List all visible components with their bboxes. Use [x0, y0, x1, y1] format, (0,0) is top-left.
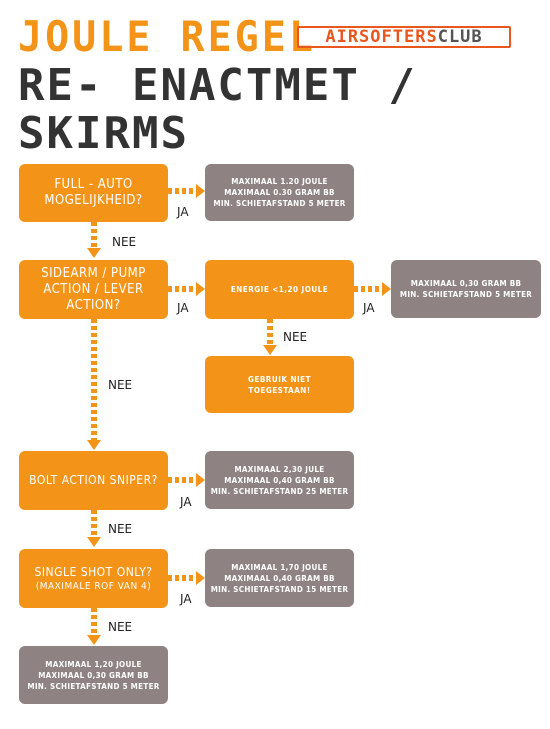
question-bolt-action: BOLT ACTION SNIPER?: [19, 451, 168, 510]
arrowhead-q1-yes: [196, 184, 205, 198]
label-yes: JA: [180, 495, 192, 509]
title-joule-regel: JOULE REGEL: [18, 12, 316, 62]
arrowhead-q4-yes: [196, 571, 205, 585]
label-no: NEE: [283, 330, 308, 344]
label-yes: JA: [363, 301, 375, 315]
result-sidearm: MAXIMAAL 0,30 GRAM BB MIN. SCHIETAFSTAND…: [391, 260, 541, 318]
result-line: TOEGESTAAN!: [248, 385, 311, 395]
result-bolt-action: MAXIMAAL 2,30 JULE MAXIMAAL 0,40 GRAM BB…: [205, 451, 354, 509]
result-line: MIN. SCHIETAFSTAND 5 METER: [213, 199, 346, 208]
question-energie-text: ENERGIE <1,20 JOULE: [230, 285, 329, 294]
arrowhead-q3-yes: [196, 473, 205, 487]
label-yes: JA: [177, 301, 189, 315]
result-line: MAXIMAAL 0,30 GRAM BB: [38, 670, 149, 680]
result-line: MIN. SCHIETAFSTAND 5 METER: [27, 681, 160, 691]
question-single-shot-subtext: (MAXIMALE ROF VAN 4): [35, 580, 152, 592]
arrowhead-q2-no: [87, 440, 101, 450]
result-line: GEBRUIK NIET: [248, 374, 311, 384]
result-not-allowed: GEBRUIK NIET TOEGESTAAN!: [205, 356, 354, 413]
result-line: MAXIMAAL 0,30 GRAM BB: [410, 279, 522, 288]
result-line: MIN. SCHIETAFSTAND 5 METER: [399, 290, 533, 299]
result-line: MAXIMAAL 0.30 GRAM BB: [224, 188, 335, 197]
logo-text-airsofters: AIRSOFTERS: [325, 27, 438, 47]
question-energie: ENERGIE <1,20 JOULE: [205, 260, 354, 319]
result-line: MAXIMAAL 0,40 GRAM BB: [224, 475, 335, 485]
result-line: MAXIMAAL 1.20 JOULE: [231, 177, 328, 186]
question-sidearm-text: SIDEARM / PUMP ACTION / LEVER ACTION?: [41, 265, 146, 313]
result-line: MIN. SCHIETAFSTAND 25 METER: [210, 486, 349, 496]
question-single-shot: SINGLE SHOT ONLY? (MAXIMALE ROF VAN 4): [19, 549, 168, 608]
question-full-auto: FULL - AUTO MOGELIJKHEID?: [19, 164, 168, 222]
arrowhead-q4-no: [87, 635, 101, 645]
question-bolt-action-text: BOLT ACTION SNIPER?: [29, 473, 158, 487]
question-full-auto-text: FULL - AUTO MOGELIJKHEID?: [44, 177, 143, 208]
result-default: MAXIMAAL 1,20 JOULE MAXIMAAL 0,30 GRAM B…: [19, 646, 168, 704]
label-yes: JA: [177, 205, 189, 219]
result-line: MAXIMAAL 0,40 GRAM BB: [224, 573, 335, 583]
arrowhead-q2b-yes: [382, 282, 391, 296]
arrowhead-q2b-no: [263, 345, 277, 355]
label-no: NEE: [108, 522, 133, 536]
arrowhead-q2-yes: [196, 282, 205, 296]
label-no: NEE: [112, 235, 137, 249]
result-full-auto: MAXIMAAL 1.20 JOULE MAXIMAAL 0.30 GRAM B…: [205, 164, 354, 221]
result-single-shot: MAXIMAAL 1,70 JOULE MAXIMAAL 0,40 GRAM B…: [205, 549, 354, 607]
arrowhead-q1-no: [87, 248, 101, 258]
question-sidearm: SIDEARM / PUMP ACTION / LEVER ACTION?: [19, 260, 168, 319]
result-line: MAXIMAAL 1,20 JOULE: [45, 659, 142, 669]
logo-text-club: CLUB: [437, 27, 483, 47]
question-single-shot-text: SINGLE SHOT ONLY?: [34, 564, 153, 579]
result-line: MIN. SCHIETAFSTAND 15 METER: [210, 584, 349, 594]
label-yes: JA: [180, 592, 192, 606]
title-reenactment-skirms: RE- ENACTMET / SKIRMS: [18, 60, 417, 159]
label-no: NEE: [108, 620, 133, 634]
result-line: MAXIMAAL 1,70 JOULE: [231, 562, 328, 572]
result-line: MAXIMAAL 2,30 JULE: [234, 464, 325, 474]
label-no: NEE: [108, 378, 133, 392]
arrowhead-q3-no: [87, 537, 101, 547]
